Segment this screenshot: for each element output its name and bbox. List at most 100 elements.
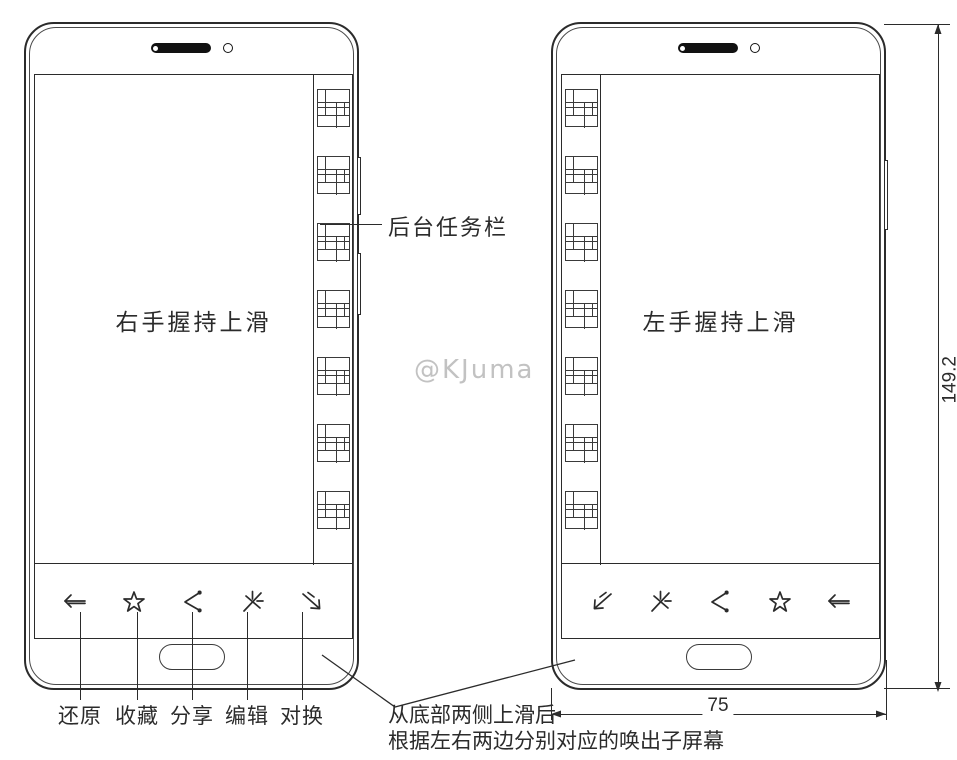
thumbnail-rule — [573, 157, 575, 182]
phone-left-hold-caption: 右手握持上滑 — [115, 310, 272, 336]
nav-icon-caption: 分享 — [170, 704, 214, 728]
star-icon[interactable] — [117, 586, 151, 616]
task-thumbnail[interactable] — [317, 491, 350, 530]
thumbnail-rule — [344, 370, 346, 383]
magic-wand-icon[interactable] — [236, 586, 270, 616]
thumbnail-rule — [566, 509, 597, 511]
thumbnail-rule — [584, 370, 586, 396]
phone-right-navbar — [562, 563, 879, 638]
task-thumbnail[interactable] — [565, 223, 598, 262]
earpiece-speaker-icon — [677, 43, 738, 53]
watermark: @KJuma — [414, 355, 535, 385]
home-button[interactable] — [685, 644, 752, 670]
magic-wand-icon[interactable] — [644, 586, 678, 616]
bottom-note-line-1: 从底部两侧上滑后 — [388, 703, 556, 727]
task-thumbnail[interactable] — [565, 491, 598, 530]
swap-icon[interactable] — [585, 586, 619, 616]
task-thumbnail[interactable] — [317, 357, 350, 396]
back-arrow-icon[interactable] — [822, 586, 856, 616]
thumbnail-rule — [573, 90, 575, 115]
task-thumbnail[interactable] — [317, 290, 350, 329]
thumbnail-rule — [325, 291, 327, 316]
thumbnail-rule — [318, 303, 349, 305]
thumbnail-rule — [344, 169, 346, 182]
task-thumbnail[interactable] — [565, 357, 598, 396]
thumbnail-rule — [336, 169, 338, 195]
thumbnail-rule — [566, 383, 597, 385]
star-icon[interactable] — [763, 586, 797, 616]
thumbnail-rule — [566, 450, 597, 452]
nav-icon-caption: 还原 — [58, 704, 102, 728]
phone-left: 右手握持上滑 — [24, 22, 359, 690]
thumbnail-rule — [318, 370, 349, 372]
thumbnail-rule — [584, 437, 586, 463]
thumbnail-rule — [566, 303, 597, 305]
phone-right-screen-main: 左手握持上滑 — [562, 75, 879, 565]
thumbnail-rule — [566, 437, 597, 439]
nav-icon-caption: 收藏 — [115, 704, 159, 728]
task-thumbnail[interactable] — [317, 424, 350, 463]
thumbnail-rule — [592, 169, 594, 182]
thumbnail-rule — [566, 174, 597, 176]
thumbnail-rule — [318, 241, 349, 243]
share-icon[interactable] — [703, 586, 737, 616]
thumbnail-rule — [336, 370, 338, 396]
thumbnail-rule — [566, 236, 597, 238]
thumbnail-rule — [336, 236, 338, 262]
home-button[interactable] — [158, 644, 225, 670]
thumbnail-rule — [566, 182, 597, 184]
swap-icon[interactable] — [295, 586, 329, 616]
thumbnail-rule — [344, 504, 346, 517]
task-thumbnail[interactable] — [565, 89, 598, 128]
phone-right: 左手握持上滑 — [551, 22, 886, 690]
dim-ext-line-right — [886, 660, 888, 720]
phone-left-screen-main: 右手握持上滑 — [35, 75, 352, 565]
thumbnail-rule — [584, 303, 586, 329]
thumbnail-rule — [566, 308, 597, 310]
task-thumbnail[interactable] — [565, 290, 598, 329]
task-thumbnail[interactable] — [317, 156, 350, 195]
task-thumbnail[interactable] — [565, 156, 598, 195]
thumbnail-rule — [318, 236, 349, 238]
taskbar-leader-line — [320, 224, 382, 226]
taskbar-callout-label: 后台任务栏 — [388, 216, 509, 241]
share-icon[interactable] — [176, 586, 210, 616]
caption-leader-line — [247, 612, 249, 700]
task-thumbnail[interactable] — [317, 89, 350, 128]
thumbnail-rule — [318, 437, 349, 439]
phone-left-navbar — [35, 563, 352, 638]
background-task-rail-right[interactable] — [562, 75, 601, 565]
dim-height-label: 149.2 — [940, 351, 957, 409]
thumbnail-rule — [344, 437, 346, 450]
thumbnail-rule — [592, 236, 594, 249]
thumbnail-rule — [592, 437, 594, 450]
thumbnail-rule — [566, 241, 597, 243]
thumbnail-rule — [318, 383, 349, 385]
thumbnail-rule — [325, 90, 327, 115]
thumbnail-rule — [318, 442, 349, 444]
thumbnail-rule — [573, 492, 575, 517]
volume-button[interactable] — [884, 160, 888, 230]
thumbnail-rule — [584, 504, 586, 530]
bottom-note-leader-line — [321, 654, 576, 708]
thumbnail-rule — [584, 169, 586, 195]
task-thumbnail[interactable] — [317, 223, 350, 262]
dim-height-line — [938, 24, 940, 688]
thumbnail-rule — [318, 375, 349, 377]
task-thumbnail[interactable] — [565, 424, 598, 463]
thumbnail-rule — [566, 517, 597, 519]
back-arrow-icon[interactable] — [58, 586, 92, 616]
thumbnail-rule — [318, 504, 349, 506]
caption-leader-line — [137, 612, 139, 700]
earpiece-speaker-icon — [150, 43, 211, 53]
volume-button[interactable] — [357, 157, 361, 215]
thumbnail-rule — [318, 308, 349, 310]
thumbnail-rule — [318, 115, 349, 117]
thumbnail-rule — [344, 236, 346, 249]
thumbnail-rule — [318, 169, 349, 171]
power-button[interactable] — [357, 253, 361, 315]
caption-leader-line — [192, 612, 194, 700]
thumbnail-rule — [566, 102, 597, 104]
background-task-rail-left[interactable] — [313, 75, 352, 565]
phone-right-hold-caption: 左手握持上滑 — [642, 310, 799, 336]
